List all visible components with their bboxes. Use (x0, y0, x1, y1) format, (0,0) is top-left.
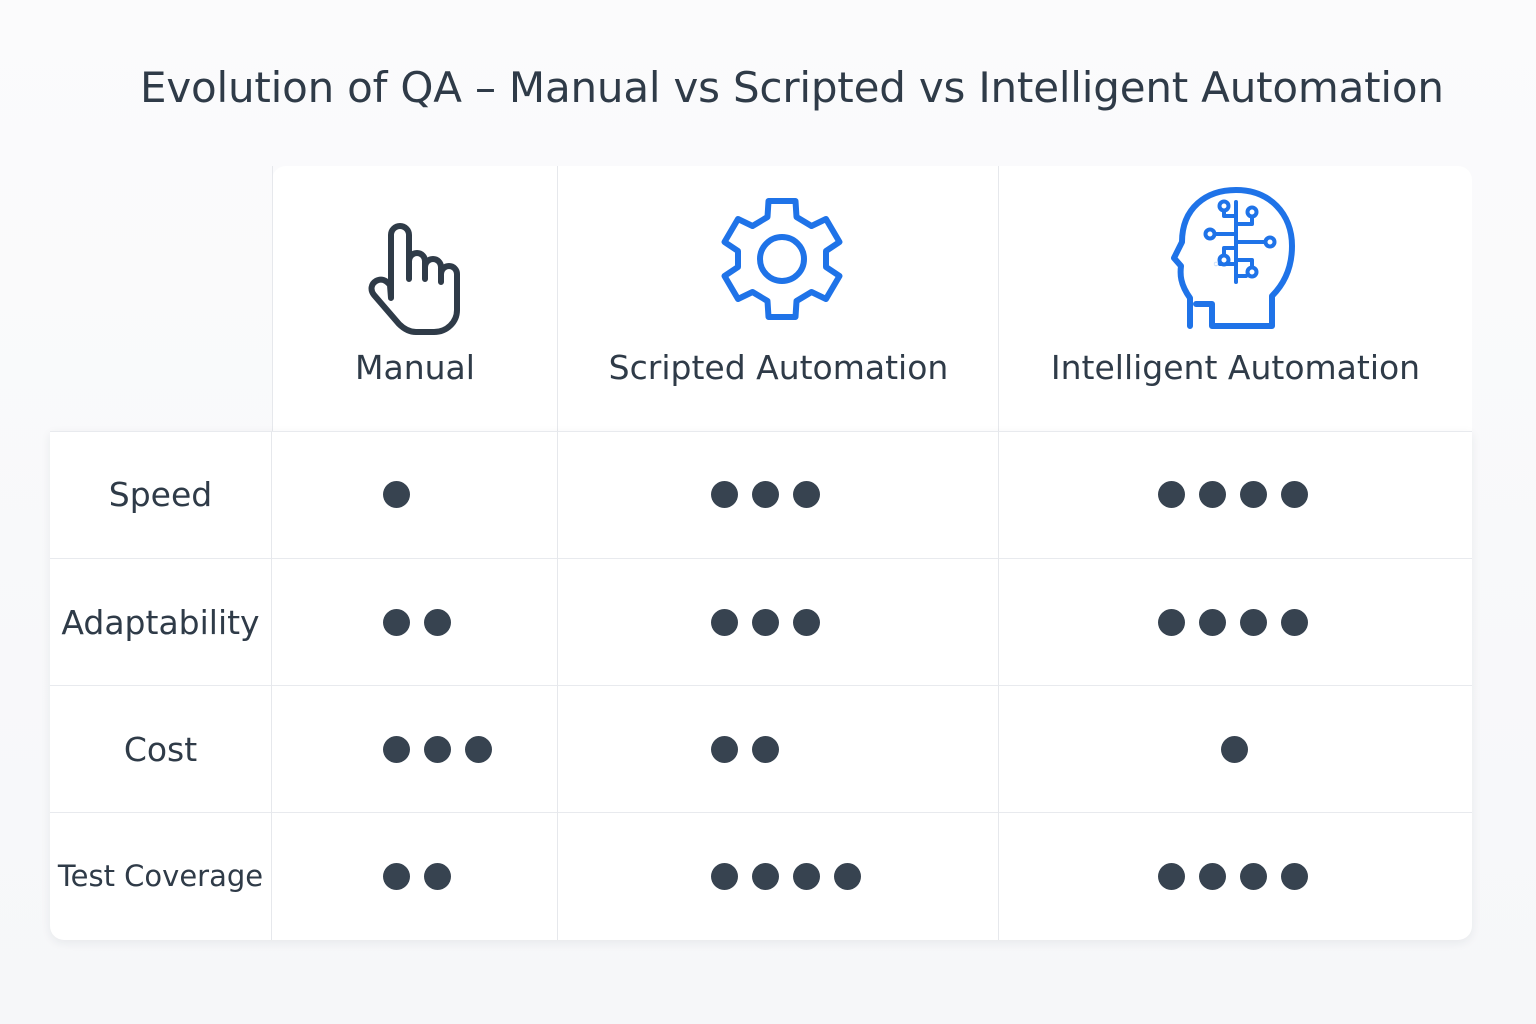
grid-line (50, 431, 1472, 432)
grid-line (50, 685, 1472, 686)
rating-dot (1240, 609, 1267, 636)
brain-circuit-head-icon (1171, 187, 1295, 329)
rating-dot (424, 863, 451, 890)
pointing-hand-icon (368, 223, 460, 335)
rating-dots (383, 609, 451, 636)
rating-dot (1158, 481, 1185, 508)
grid-line (50, 812, 1472, 813)
rating-dot (383, 481, 410, 508)
rating-cell (272, 813, 557, 940)
rating-dot (752, 609, 779, 636)
grid-line (50, 558, 1472, 559)
rating-cell (558, 559, 999, 686)
column-label-scripted: Scripted Automation (608, 348, 949, 387)
rating-dot (424, 736, 451, 763)
column-header-intelligent: Intelligent Automation (999, 166, 1472, 432)
rating-dots (1158, 609, 1308, 636)
rating-dot (752, 863, 779, 890)
row-label-speed: Speed (108, 475, 213, 514)
rating-dot (1240, 863, 1267, 890)
rating-cell (558, 813, 999, 940)
rating-cell (272, 559, 557, 686)
table-row-test-coverage: Test Coverage (50, 813, 1472, 940)
rating-dot (752, 736, 779, 763)
column-header-scripted: Scripted Automation (558, 166, 999, 432)
rating-dot (424, 609, 451, 636)
rating-dot (793, 481, 820, 508)
rating-cell (558, 431, 999, 558)
rating-dots (383, 481, 410, 508)
rating-dot (834, 863, 861, 890)
rating-dot (383, 736, 410, 763)
rating-dot (711, 736, 738, 763)
rating-cell (272, 686, 557, 813)
grid-line (557, 166, 558, 432)
table-row-adaptability: Adaptability (50, 559, 1472, 686)
table-row-cost: Cost (50, 686, 1472, 813)
rating-dots (711, 736, 779, 763)
rating-dot (1281, 863, 1308, 890)
grid-line (998, 431, 999, 940)
rating-dots (1158, 481, 1308, 508)
rating-dot (793, 863, 820, 890)
rating-dot (711, 863, 738, 890)
rating-dots (711, 609, 820, 636)
rating-dot (752, 481, 779, 508)
rating-dots (711, 481, 820, 508)
grid-line (557, 431, 558, 940)
rating-dots (383, 736, 492, 763)
rating-dots (1221, 736, 1248, 763)
grid-line (998, 166, 999, 432)
rating-dot (1281, 609, 1308, 636)
rating-dot (793, 609, 820, 636)
rating-dot (1199, 609, 1226, 636)
rating-cell (999, 686, 1472, 813)
rating-cell (999, 559, 1472, 686)
rating-dot (383, 863, 410, 890)
rating-dots (1158, 863, 1308, 890)
comparison-table-body: Speed Adaptability Cost (50, 431, 1472, 940)
rating-dot (1158, 863, 1185, 890)
rating-cell (272, 431, 557, 558)
column-header-card: Manual Scripted Automation (272, 166, 1472, 432)
rating-cell (999, 431, 1472, 558)
rating-dot (1221, 736, 1248, 763)
rating-dot (711, 609, 738, 636)
row-label-test-coverage: Test Coverage (57, 859, 264, 893)
rating-dot (1199, 481, 1226, 508)
gear-icon (721, 198, 843, 320)
rating-dot (383, 609, 410, 636)
rating-dot (465, 736, 492, 763)
rating-dot (711, 481, 738, 508)
rating-cell (558, 686, 999, 813)
grid-line (272, 166, 273, 432)
rating-dots (383, 863, 451, 890)
grid-line (271, 431, 272, 940)
row-label-cost: Cost (123, 730, 198, 769)
table-row-speed: Speed (50, 431, 1472, 558)
rating-dot (1281, 481, 1308, 508)
column-label-manual: Manual (355, 348, 475, 387)
rating-cell (999, 813, 1472, 940)
column-label-intelligent: Intelligent Automation (1050, 348, 1421, 387)
rating-dots (711, 863, 861, 890)
column-header-manual: Manual (272, 166, 558, 432)
row-label-adaptability: Adaptability (61, 603, 260, 642)
rating-dot (1240, 481, 1267, 508)
rating-dot (1158, 609, 1185, 636)
page-title: Evolution of QA – Manual vs Scripted vs … (140, 63, 1444, 112)
rating-dot (1199, 863, 1226, 890)
